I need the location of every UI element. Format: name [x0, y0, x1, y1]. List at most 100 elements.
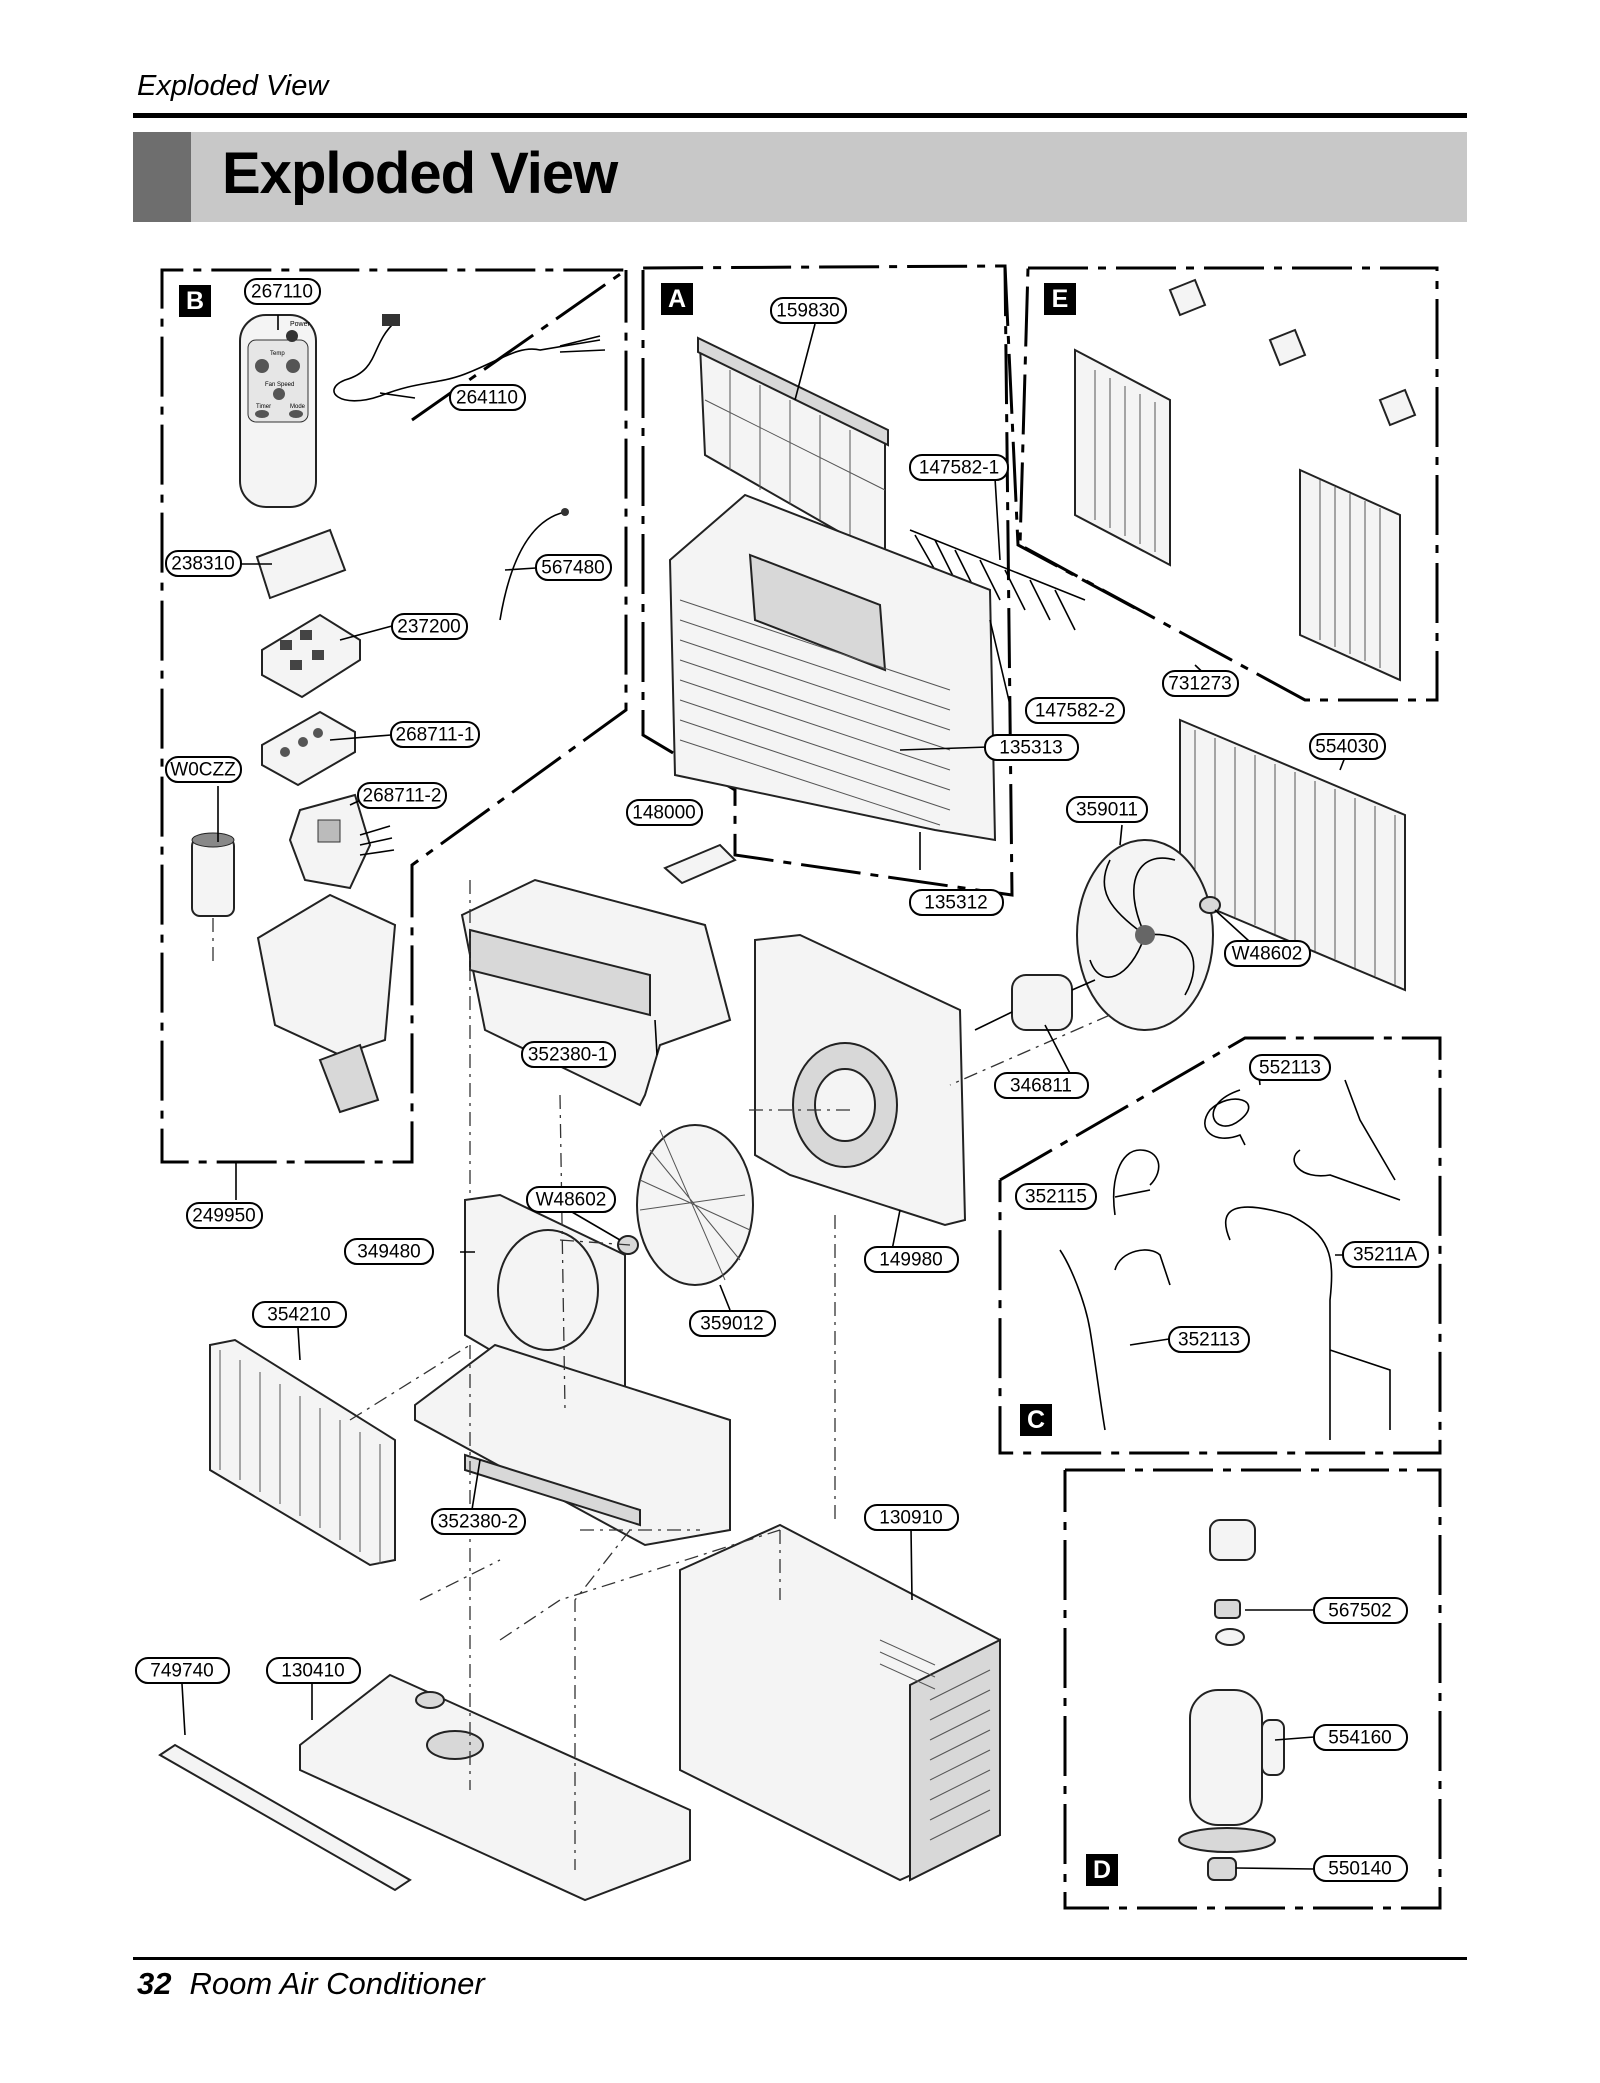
callout-238310: 238310 — [165, 550, 242, 577]
section-tag-a: A — [661, 283, 693, 315]
membrane-label — [255, 528, 347, 600]
svg-text:Temp: Temp — [270, 351, 285, 357]
pipe-352113 — [1059, 1249, 1171, 1431]
callout-135313: 135313 — [984, 734, 1079, 761]
svg-text:268711-2: 268711-2 — [363, 786, 442, 807]
svg-text:W48602: W48602 — [536, 1190, 607, 1211]
page-footer: 32 Room Air Conditioner — [137, 1966, 485, 2002]
callout-352113: 352113 — [1168, 1326, 1250, 1353]
remote-control: Power Temp Fan Speed Timer Mode — [239, 314, 317, 508]
section-title-tab — [133, 132, 191, 222]
section-title-bar — [133, 132, 1467, 222]
callout-148000: 148000 — [626, 799, 703, 826]
section-tag-c: C — [1020, 1404, 1052, 1436]
blower-scroll — [460, 878, 732, 1107]
svg-text:354210: 354210 — [267, 1305, 330, 1326]
callout-354210: 354210 — [252, 1301, 347, 1328]
svg-text:352115: 352115 — [1025, 1187, 1087, 1208]
blower-wheel — [636, 1124, 754, 1286]
condenser-fan — [1076, 839, 1214, 1031]
capillary-coil — [1204, 1089, 1250, 1146]
svg-text:352380-1: 352380-1 — [528, 1045, 608, 1066]
section-d-frame — [1063, 1468, 1442, 1910]
main-pcb — [288, 793, 395, 890]
section-c-frame — [998, 1036, 1442, 1455]
callout-W48602-a: W48602 — [1224, 940, 1311, 967]
callout-147582-2: 147582-2 — [1025, 697, 1125, 724]
assembly-guide-lines — [349, 880, 1111, 1870]
svg-text:554160: 554160 — [1328, 1728, 1391, 1749]
svg-text:W48602: W48602 — [1232, 944, 1303, 965]
svg-text:352380-2: 352380-2 — [438, 1512, 518, 1533]
svg-text:359012: 359012 — [700, 1314, 763, 1335]
cabinet — [679, 1523, 1001, 1882]
svg-text:349480: 349480 — [357, 1242, 420, 1263]
section-tag-d: D — [1086, 1854, 1118, 1886]
svg-text:D: D — [1093, 1856, 1111, 1884]
callout-249950: 249950 — [186, 1202, 263, 1229]
power-cord — [333, 314, 606, 402]
callout-147582-1: 147582-1 — [909, 454, 1009, 481]
section-b-frame — [160, 268, 631, 1164]
svg-text:130910: 130910 — [879, 1508, 942, 1529]
callout-130910: 130910 — [864, 1504, 959, 1531]
svg-text:552113: 552113 — [1259, 1058, 1321, 1079]
overload-protector — [1209, 1519, 1256, 1561]
svg-text:359011: 359011 — [1076, 800, 1138, 821]
header-rule — [133, 113, 1467, 118]
svg-text:147582-1: 147582-1 — [919, 458, 999, 479]
seal-strip — [158, 1743, 412, 1892]
capacitor — [191, 832, 235, 965]
svg-text:749740: 749740 — [150, 1661, 213, 1682]
publication-title: Room Air Conditioner — [189, 1966, 485, 2001]
callout-135312: 135312 — [909, 889, 1004, 916]
drain-clip — [663, 843, 737, 885]
svg-text:149980: 149980 — [879, 1250, 942, 1271]
mounting-brackets — [1168, 278, 1417, 427]
callout-149980: 149980 — [864, 1246, 959, 1273]
callout-731273: 731273 — [1162, 670, 1239, 697]
callout-130410: 130410 — [266, 1657, 361, 1684]
svg-text:238310: 238310 — [171, 554, 234, 575]
svg-text:267110: 267110 — [251, 282, 313, 303]
callout-567502: 567502 — [1313, 1597, 1408, 1624]
callout-550140: 550140 — [1313, 1855, 1408, 1882]
callout-359012: 359012 — [689, 1310, 776, 1337]
fan-motor — [974, 974, 1096, 1031]
svg-text:35211A: 35211A — [1353, 1245, 1417, 1266]
svg-text:554030: 554030 — [1315, 737, 1378, 758]
svg-text:148000: 148000 — [632, 803, 695, 824]
svg-text:Mode: Mode — [290, 404, 306, 410]
section-title: Exploded View — [222, 141, 618, 206]
footer-rule — [133, 1957, 1467, 1960]
svg-text:B: B — [186, 287, 204, 315]
leader-lines — [181, 315, 1348, 1870]
clip-ring-a — [1199, 896, 1221, 914]
control-panel — [261, 613, 361, 699]
callout-267110: 267110 — [244, 278, 321, 305]
svg-text:135312: 135312 — [924, 893, 987, 914]
callout-35211A: 35211A — [1342, 1241, 1429, 1268]
display-pcb — [261, 710, 356, 787]
svg-text:352113: 352113 — [1178, 1330, 1240, 1351]
side-curtain-left — [1074, 348, 1171, 567]
callout-264110: 264110 — [449, 384, 526, 411]
callout-268711-2: 268711-2 — [357, 782, 447, 809]
section-a-frame — [641, 264, 1136, 897]
svg-text:C: C — [1027, 1406, 1045, 1434]
svg-text:264110: 264110 — [456, 388, 518, 409]
shroud — [754, 933, 967, 1227]
callout-268711-1: 268711-1 — [390, 721, 480, 748]
base-pan — [299, 1673, 691, 1902]
svg-text:159830: 159830 — [776, 301, 839, 322]
svg-text:A: A — [668, 285, 686, 313]
louver-vanes — [909, 529, 1086, 631]
section-e-frame — [1018, 266, 1439, 702]
svg-text:731273: 731273 — [1168, 674, 1231, 695]
evaporator-coil — [209, 1338, 396, 1567]
svg-text:567480: 567480 — [541, 558, 604, 579]
terminal-cover — [1214, 1599, 1245, 1646]
callout-W0CZZ: W0CZZ — [165, 756, 242, 783]
page-number: 32 — [137, 1966, 172, 2001]
callout-W48602-b: W48602 — [526, 1186, 616, 1213]
